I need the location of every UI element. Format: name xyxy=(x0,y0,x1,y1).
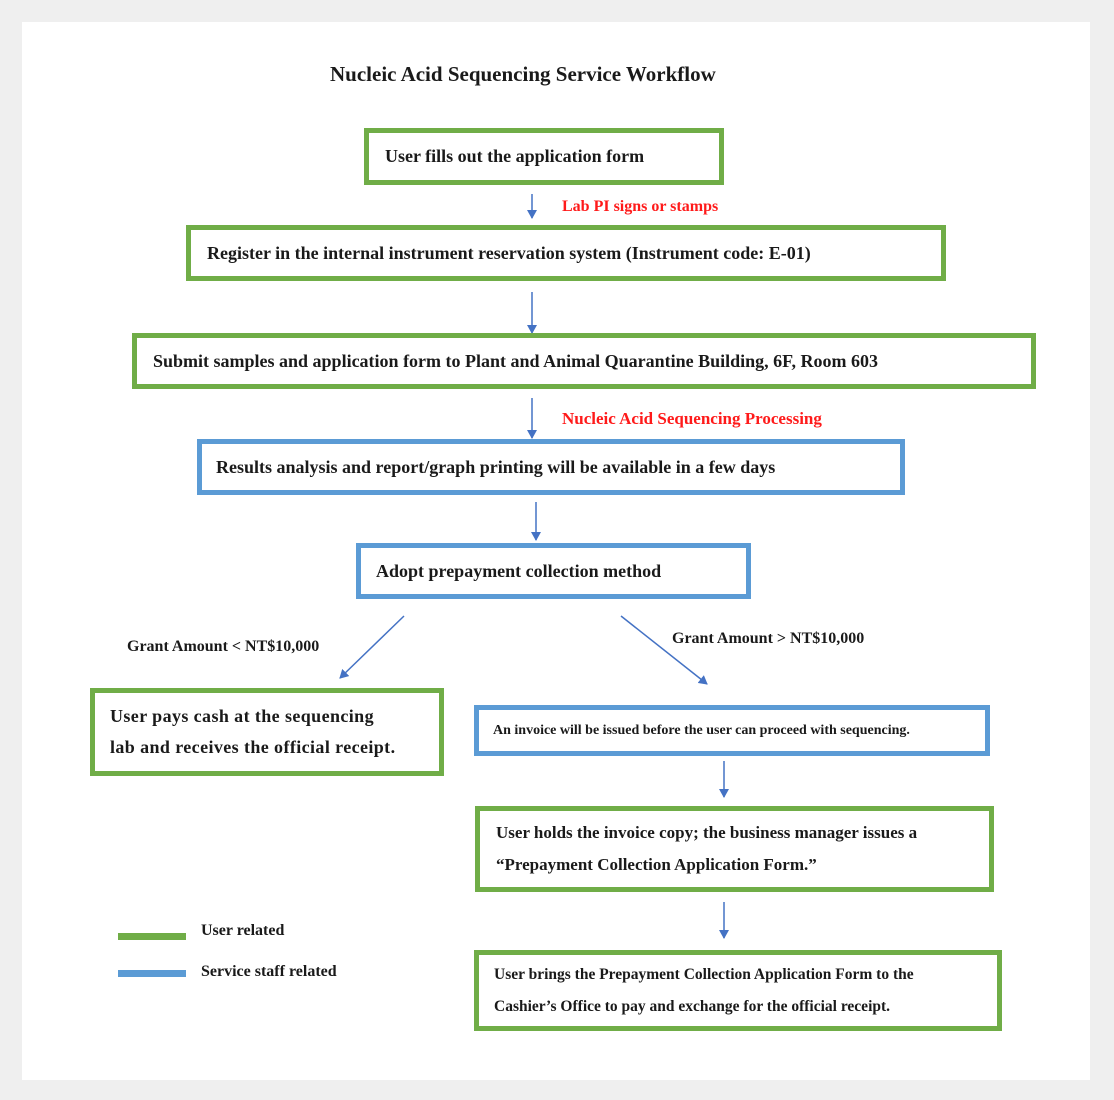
legend-staff-label: Service staff related xyxy=(201,963,337,980)
arrow-branch-high xyxy=(620,615,708,685)
step-fill-form-label: User fills out the application form xyxy=(385,146,645,166)
annotation-pi-sign: Lab PI signs or stamps xyxy=(562,198,719,215)
step-pay-cash-line2: lab and receives the official receipt. xyxy=(110,737,396,757)
step-prepayment: Adopt prepayment collection method xyxy=(356,543,751,599)
step-register: Register in the internal instrument rese… xyxy=(186,225,946,281)
step-holds-invoice-line1: User holds the invoice copy; the busines… xyxy=(496,823,918,842)
annotation-processing: Nucleic Acid Sequencing Processing xyxy=(562,409,822,428)
workflow-canvas: Nucleic Acid Sequencing Service Workflow… xyxy=(22,22,1090,1080)
branch-high-label: Grant Amount > NT$10,000 xyxy=(672,630,865,647)
step-pay-cash-line1: User pays cash at the sequencing xyxy=(110,706,374,726)
step-cashier: User brings the Prepayment Collection Ap… xyxy=(474,950,1002,1031)
connector-layer xyxy=(339,194,729,939)
step-register-label: Register in the internal instrument rese… xyxy=(207,242,811,263)
step-cashier-line1: User brings the Prepayment Collection Ap… xyxy=(494,965,914,983)
step-invoice: An invoice will be issued before the use… xyxy=(474,705,990,756)
step-holds-invoice: User holds the invoice copy; the busines… xyxy=(475,806,994,892)
step-prepayment-label: Adopt prepayment collection method xyxy=(376,560,662,581)
step-invoice-label: An invoice will be issued before the use… xyxy=(493,722,910,738)
legend-staff-swatch xyxy=(118,970,186,977)
arrow-branch-low xyxy=(339,615,405,679)
step-holds-invoice-line2: “Prepayment Collection Application Form.… xyxy=(496,855,817,874)
step-pay-cash: User pays cash at the sequencing lab and… xyxy=(90,688,444,776)
branch-low-label: Grant Amount < NT$10,000 xyxy=(127,638,320,655)
step-fill-form: User fills out the application form xyxy=(364,128,724,185)
step-results-analysis: Results analysis and report/graph printi… xyxy=(197,439,905,495)
step-cashier-line2: Cashier’s Office to pay and exchange for… xyxy=(494,997,891,1015)
step-submit-samples-label: Submit samples and application form to P… xyxy=(153,350,878,371)
legend-user-label: User related xyxy=(201,922,285,939)
step-results-analysis-label: Results analysis and report/graph printi… xyxy=(216,456,776,477)
legend-user-swatch xyxy=(118,933,186,940)
diagram-title: Nucleic Acid Sequencing Service Workflow xyxy=(330,62,716,86)
step-submit-samples: Submit samples and application form to P… xyxy=(132,333,1036,389)
